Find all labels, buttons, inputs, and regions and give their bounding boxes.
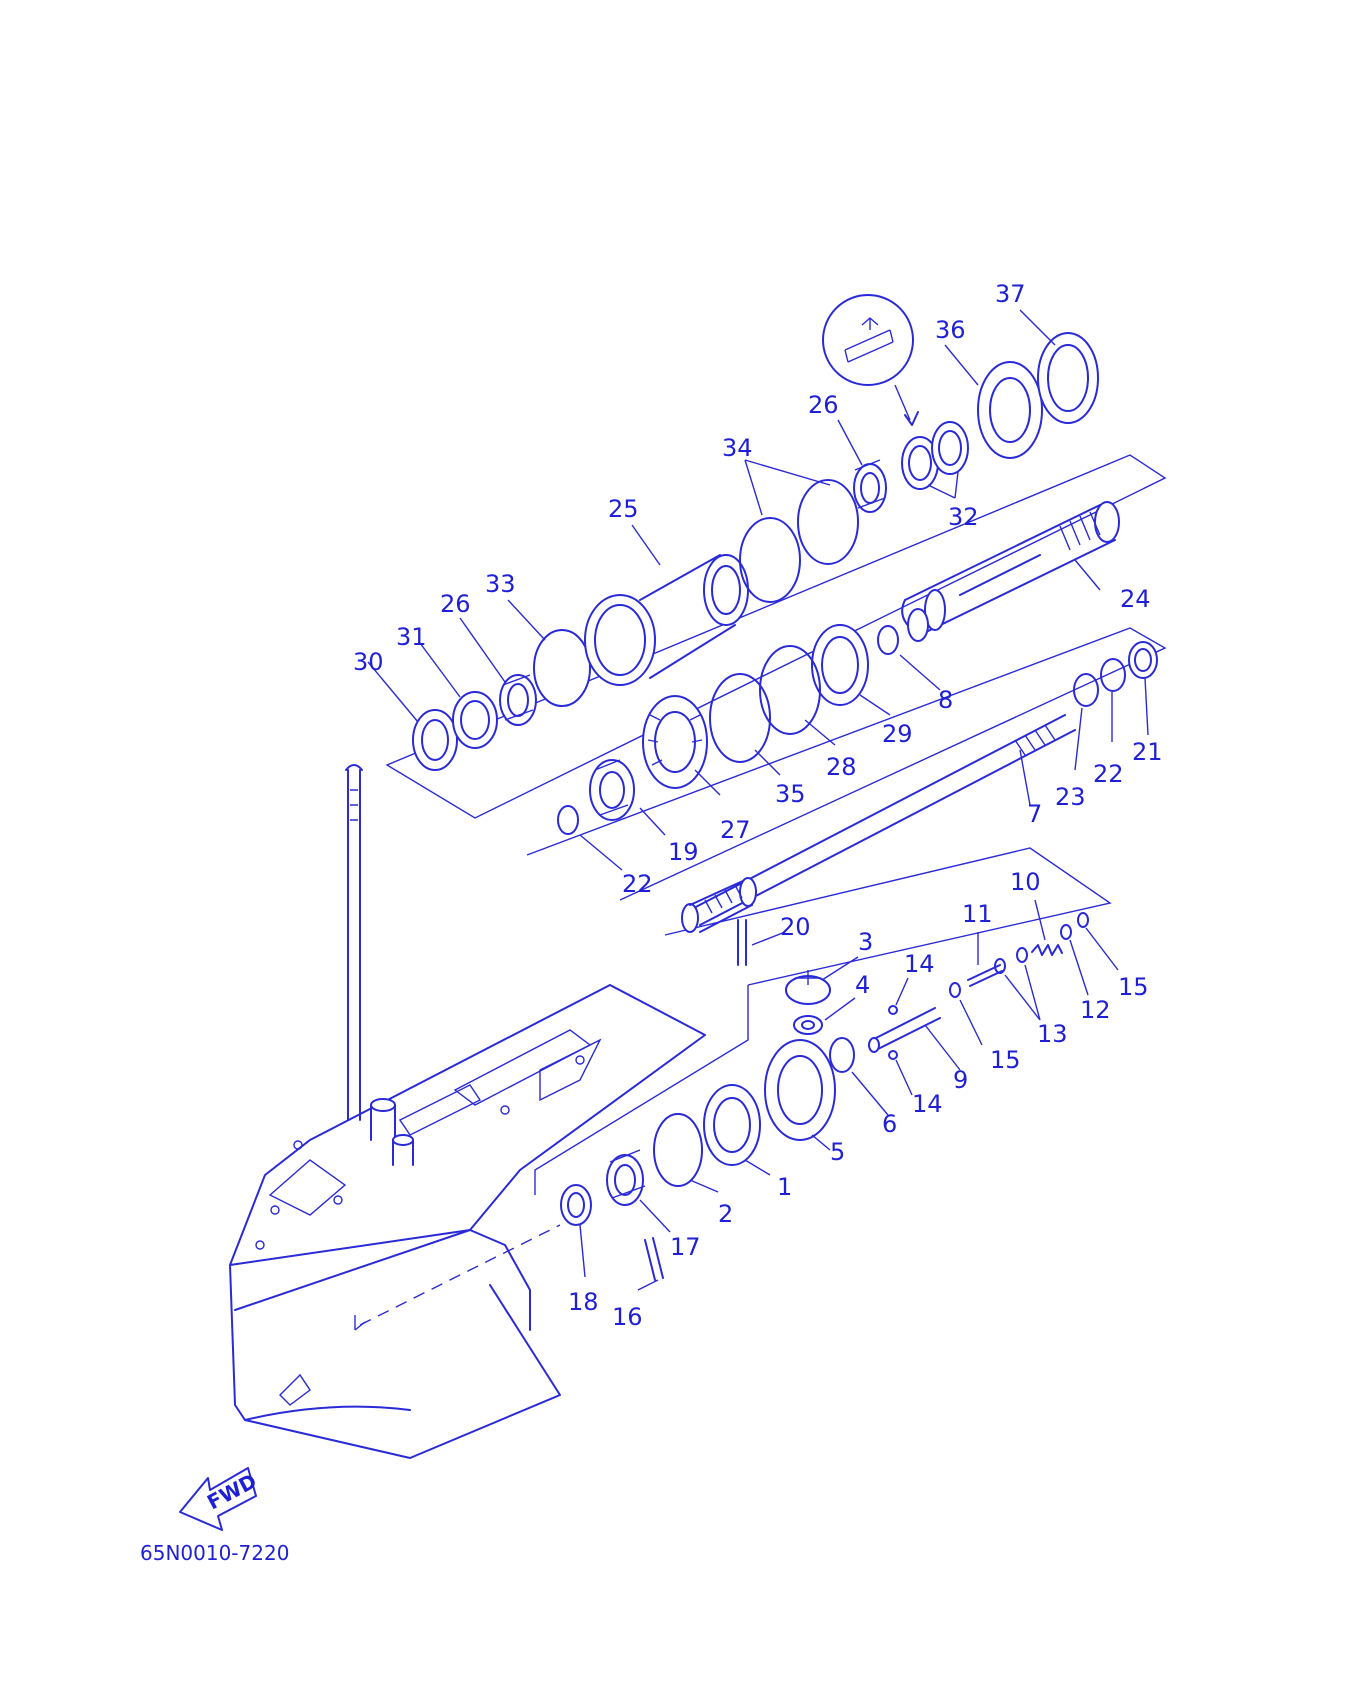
callout-17: 17 bbox=[670, 1233, 701, 1261]
part-12-washer bbox=[1060, 924, 1072, 940]
callout-26-lower: 26 bbox=[440, 590, 471, 618]
callout-labels: 1 2 3 4 5 6 7 8 9 10 11 12 13 14 14 15 1… bbox=[353, 280, 1163, 1331]
part-29-bearing bbox=[811, 624, 869, 706]
part-25-carrier bbox=[584, 554, 749, 686]
callout-8: 8 bbox=[938, 686, 953, 714]
part-23-washer bbox=[1073, 673, 1099, 707]
callout-31: 31 bbox=[396, 623, 427, 651]
part-30-oil-seal bbox=[412, 709, 458, 771]
callout-37: 37 bbox=[995, 280, 1026, 308]
callout-3: 3 bbox=[858, 928, 873, 956]
callout-28: 28 bbox=[826, 753, 857, 781]
part-2-shim bbox=[653, 1113, 703, 1187]
callout-15-right: 15 bbox=[1118, 973, 1149, 1001]
callout-6: 6 bbox=[882, 1110, 897, 1138]
lower-casing bbox=[229, 764, 706, 1459]
callout-15-left: 15 bbox=[990, 1046, 1021, 1074]
callout-34: 34 bbox=[722, 434, 753, 462]
part-code: 65N0010-7220 bbox=[140, 1541, 289, 1565]
part-20-pin bbox=[737, 919, 747, 966]
group-frame-upper bbox=[385, 454, 1167, 819]
part-9-shift-plunger bbox=[868, 1007, 941, 1053]
part-7-shaft bbox=[681, 714, 1076, 933]
fwd-arrow: FWD bbox=[179, 1467, 261, 1531]
part-8-circlip bbox=[877, 625, 899, 655]
detail-inset-circle bbox=[822, 294, 919, 426]
part-22-washer-right bbox=[1100, 658, 1126, 692]
callout-35: 35 bbox=[775, 780, 806, 808]
callout-12: 12 bbox=[1080, 996, 1111, 1024]
callout-30: 30 bbox=[353, 648, 384, 676]
callout-22-left: 22 bbox=[622, 870, 653, 898]
callout-23: 23 bbox=[1055, 783, 1086, 811]
part-22-washer-left bbox=[557, 805, 579, 835]
callout-14-lower: 14 bbox=[912, 1090, 943, 1118]
callout-11: 11 bbox=[962, 900, 993, 928]
part-37-ring-nut bbox=[1037, 332, 1099, 424]
part-24-shaft bbox=[901, 501, 1120, 642]
callout-7: 7 bbox=[1027, 800, 1042, 828]
part-14-balls bbox=[888, 1005, 898, 1060]
group-frame-lower bbox=[664, 847, 1112, 986]
callout-19: 19 bbox=[668, 838, 699, 866]
part-31-washer bbox=[452, 691, 498, 749]
callout-13: 13 bbox=[1037, 1020, 1068, 1048]
callout-2: 2 bbox=[718, 1200, 733, 1228]
callout-26-upper: 26 bbox=[808, 391, 839, 419]
callout-33: 33 bbox=[485, 570, 516, 598]
part-18-bearing bbox=[560, 1184, 592, 1226]
part-27-reverse-gear bbox=[642, 695, 708, 789]
callout-14-upper: 14 bbox=[904, 950, 935, 978]
callout-25: 25 bbox=[608, 495, 639, 523]
part-11-pin bbox=[967, 964, 1003, 987]
part-6-shim bbox=[829, 1037, 855, 1073]
part-34-o-rings bbox=[739, 479, 859, 603]
part-35-shim bbox=[709, 673, 771, 763]
callout-32: 32 bbox=[948, 503, 979, 531]
callout-27: 27 bbox=[720, 816, 751, 844]
callout-4: 4 bbox=[855, 971, 870, 999]
part-26-bearing-upper bbox=[853, 459, 887, 513]
callout-22-right: 22 bbox=[1093, 760, 1124, 788]
leader-lines bbox=[367, 309, 1149, 1291]
callout-29: 29 bbox=[882, 720, 913, 748]
part-19-dog-clutch bbox=[589, 759, 635, 821]
callout-1: 1 bbox=[777, 1173, 792, 1201]
callout-5: 5 bbox=[830, 1138, 845, 1166]
part-21-spacer bbox=[1128, 641, 1158, 679]
part-4-nut bbox=[793, 1015, 823, 1035]
part-15-washers bbox=[949, 912, 1089, 998]
part-28-shim bbox=[759, 645, 821, 735]
callout-9: 9 bbox=[953, 1066, 968, 1094]
callout-36: 36 bbox=[935, 316, 966, 344]
part-33-o-ring bbox=[533, 629, 591, 707]
callout-20: 20 bbox=[780, 913, 811, 941]
callout-24: 24 bbox=[1120, 585, 1151, 613]
part-5-forward-gear bbox=[764, 1039, 836, 1141]
group-frame-gear bbox=[534, 985, 749, 1195]
callout-21: 21 bbox=[1132, 738, 1163, 766]
part-32-seals bbox=[901, 421, 969, 490]
part-17-bushing bbox=[606, 1149, 646, 1206]
part-1-bearing bbox=[703, 1084, 761, 1166]
part-13-balls bbox=[994, 947, 1028, 974]
part-3-pinion bbox=[785, 970, 831, 1005]
group-frame-middle bbox=[526, 627, 1167, 901]
callout-16: 16 bbox=[612, 1303, 643, 1331]
part-36-washer bbox=[977, 361, 1043, 459]
part-16-pin bbox=[644, 1237, 664, 1281]
callout-18: 18 bbox=[568, 1288, 599, 1316]
callout-10: 10 bbox=[1010, 868, 1041, 896]
part-26-bearing-lower bbox=[499, 674, 537, 726]
part-10-spring bbox=[1031, 944, 1063, 956]
